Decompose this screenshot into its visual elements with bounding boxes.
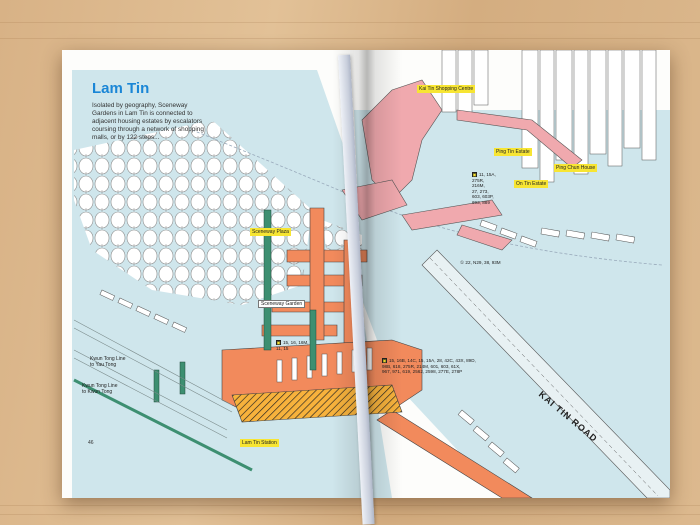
label-sceneway-plaza: Sceneway Plaza [250, 228, 291, 236]
bus-stop-middle: ▣15, 16, 16M, 11, 15 [276, 340, 309, 351]
kwun-tong-line-track [73, 378, 253, 472]
kai-tin-road [421, 249, 670, 498]
bus-routes-near-road: ① 22, N29, 38, 93M [460, 260, 501, 265]
bus-stop-station: ▣15, 16B, 14C, 15, 15A, 28, 42C, 43X, 89… [382, 358, 476, 375]
shopping-mall-complex [361, 79, 443, 201]
parked-vehicles [457, 219, 636, 474]
label-ping-tin-estate: Ping Tin Estate [494, 148, 532, 156]
station-vehicles [99, 289, 188, 333]
page-title: Lam Tin [92, 80, 150, 97]
bus-stop-near-road: ① 22, N29, 38, 93M [460, 260, 501, 266]
intro-paragraph: Isolated by geography, Sceneway Gardens … [92, 102, 204, 141]
road-centre-line [429, 257, 659, 497]
label-kwun-tong-line-kwun-tong: Kwun Tong Line to Kwun Tong [82, 383, 118, 395]
label-on-tin-estate: On Tin Estate [514, 180, 549, 188]
mall-walkway-pink [401, 199, 503, 231]
wood-grain [0, 505, 700, 506]
bus-routes-top: 11, 15A, 275R, 216M, 27, 273, 603, 603P,… [472, 172, 496, 205]
label-sceneway-garden: Sceneway Garden [258, 300, 306, 308]
bus-icon: ▣ [472, 172, 477, 178]
lam-tin-map [72, 50, 670, 498]
highrise-buildings [441, 50, 657, 183]
bus-icon: ▣ [382, 358, 387, 364]
mtr-tracks [73, 319, 233, 439]
page-number: 46 [88, 440, 94, 446]
bus-routes-station: 15, 16B, 14C, 15, 15A, 28, 42C, 43X, 89D… [382, 358, 476, 375]
label-kai-tin-shopping-centre: Kai Tin Shopping Centre [417, 85, 476, 93]
mall-bridge [456, 224, 513, 251]
bus-stop-top: ▣11, 15A, 275R, 216M, 27, 273, 603, 603P… [472, 172, 496, 206]
wood-grain [0, 22, 700, 23]
wood-grain [0, 38, 700, 39]
label-kwun-tong-line-yau-tong: Kwun Tong Line to Yau Tong [90, 356, 126, 368]
lift-towers [153, 209, 317, 403]
bus-icon: ▣ [276, 340, 281, 346]
tree-canopy [74, 120, 312, 305]
ground-area-right [354, 110, 670, 498]
bus-routes-middle: 15, 16, 16M, 11, 15 [276, 340, 309, 351]
label-lam-tin-station: Lam Tin Station [240, 439, 279, 447]
wood-grain [0, 514, 700, 515]
label-ping-chun-house: Ping Chun House [554, 164, 598, 172]
